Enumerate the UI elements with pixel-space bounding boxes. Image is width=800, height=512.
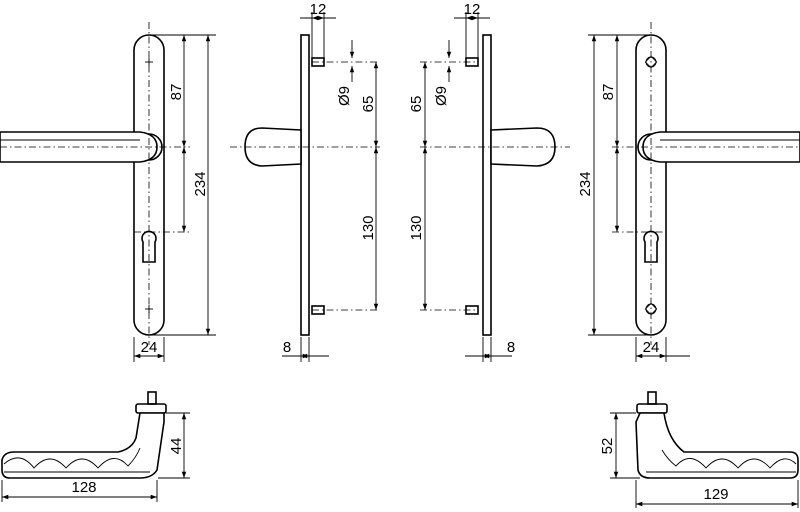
dim-side-right-top-width: 12 — [464, 1, 481, 18]
front-view-right — [588, 22, 800, 362]
dim-side-right-65: 65 — [408, 96, 425, 113]
front-view-left — [0, 22, 216, 362]
dim-front-right-width: 24 — [643, 339, 660, 356]
dim-side-right-diameter: Ø9 — [433, 86, 450, 106]
dim-side-right-130: 130 — [408, 215, 425, 240]
dim-front-left-width: 24 — [141, 339, 158, 356]
dim-front-right-upper: 87 — [600, 84, 617, 101]
dim-front-right-total: 234 — [577, 171, 594, 196]
dim-lever-right-height: 52 — [599, 438, 616, 455]
dim-side-left-65: 65 — [360, 96, 377, 113]
dim-front-left-total: 234 — [192, 171, 209, 196]
side-view-left — [230, 12, 380, 362]
dim-lever-left-height: 44 — [168, 438, 185, 455]
lever-profile-right — [610, 391, 799, 508]
side-view-right — [420, 12, 570, 362]
dim-side-left-top-width: 12 — [310, 1, 327, 18]
dim-side-right-thickness: 8 — [507, 339, 515, 356]
dim-side-left-diameter: Ø9 — [336, 86, 353, 106]
dim-side-left-thickness: 8 — [283, 339, 291, 356]
dim-front-left-upper: 87 — [168, 84, 185, 101]
dim-side-left-130: 130 — [360, 215, 377, 240]
dim-lever-left-length: 128 — [71, 479, 96, 496]
lever-profile-left — [1, 391, 190, 502]
dim-lever-right-length: 129 — [703, 486, 728, 503]
